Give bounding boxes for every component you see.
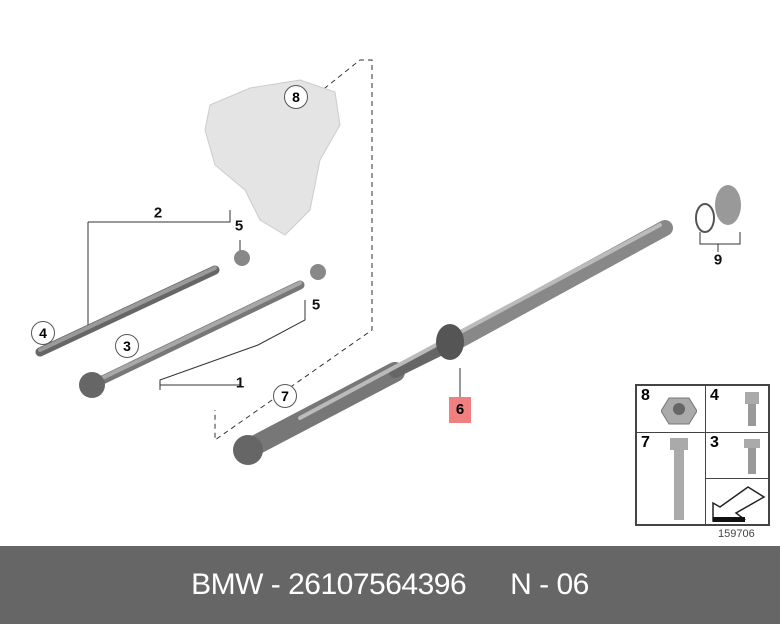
long-bolt-icon [670,438,688,520]
bolt-icon [744,439,760,474]
callout-9: 9 [713,251,723,269]
callout-8: 8 [284,85,308,109]
callout-5b: 5 [311,296,321,314]
legend-number: 3 [710,434,719,451]
diagram-position: N - 06 [510,568,589,601]
rear-drive-shaft-6 [233,220,673,465]
dashed-leader-lines [214,59,373,441]
parts-diagram [35,59,741,465]
legend-cell-8: 8 [636,385,706,433]
legend-cell-3: 3 [705,432,769,479]
callout-6-highlighted[interactable]: 6 [449,397,471,423]
flange-9 [695,185,741,233]
figure-number: 159706 [718,528,755,540]
nut-icon [661,397,697,425]
legend-number: 8 [641,387,650,404]
leader-lines [87,210,741,398]
legend-cell-direction [705,478,769,525]
callout-5a: 5 [234,217,244,235]
flange-bolt-icon [745,392,759,426]
callout-3: 3 [115,334,139,358]
callout-7: 7 [273,384,297,408]
legend-number: 4 [710,387,719,404]
legend-cell-4: 4 [705,385,769,433]
legend-number: 7 [641,434,650,451]
footer-bar: BMW - 26107564396 N - 06 [0,546,780,624]
part-number: BMW - 26107564396 [191,568,467,601]
front-shaft-2 [35,250,250,357]
callout-2: 2 [153,204,163,222]
arrow-icon [712,486,766,522]
callout-1: 1 [235,374,245,392]
legend-cell-7: 7 [636,432,706,525]
callout-4: 4 [31,321,55,345]
front-shaft-1 [79,264,326,398]
transfer-case [204,79,341,236]
hardware-legend: 8 4 7 3 [635,384,770,526]
